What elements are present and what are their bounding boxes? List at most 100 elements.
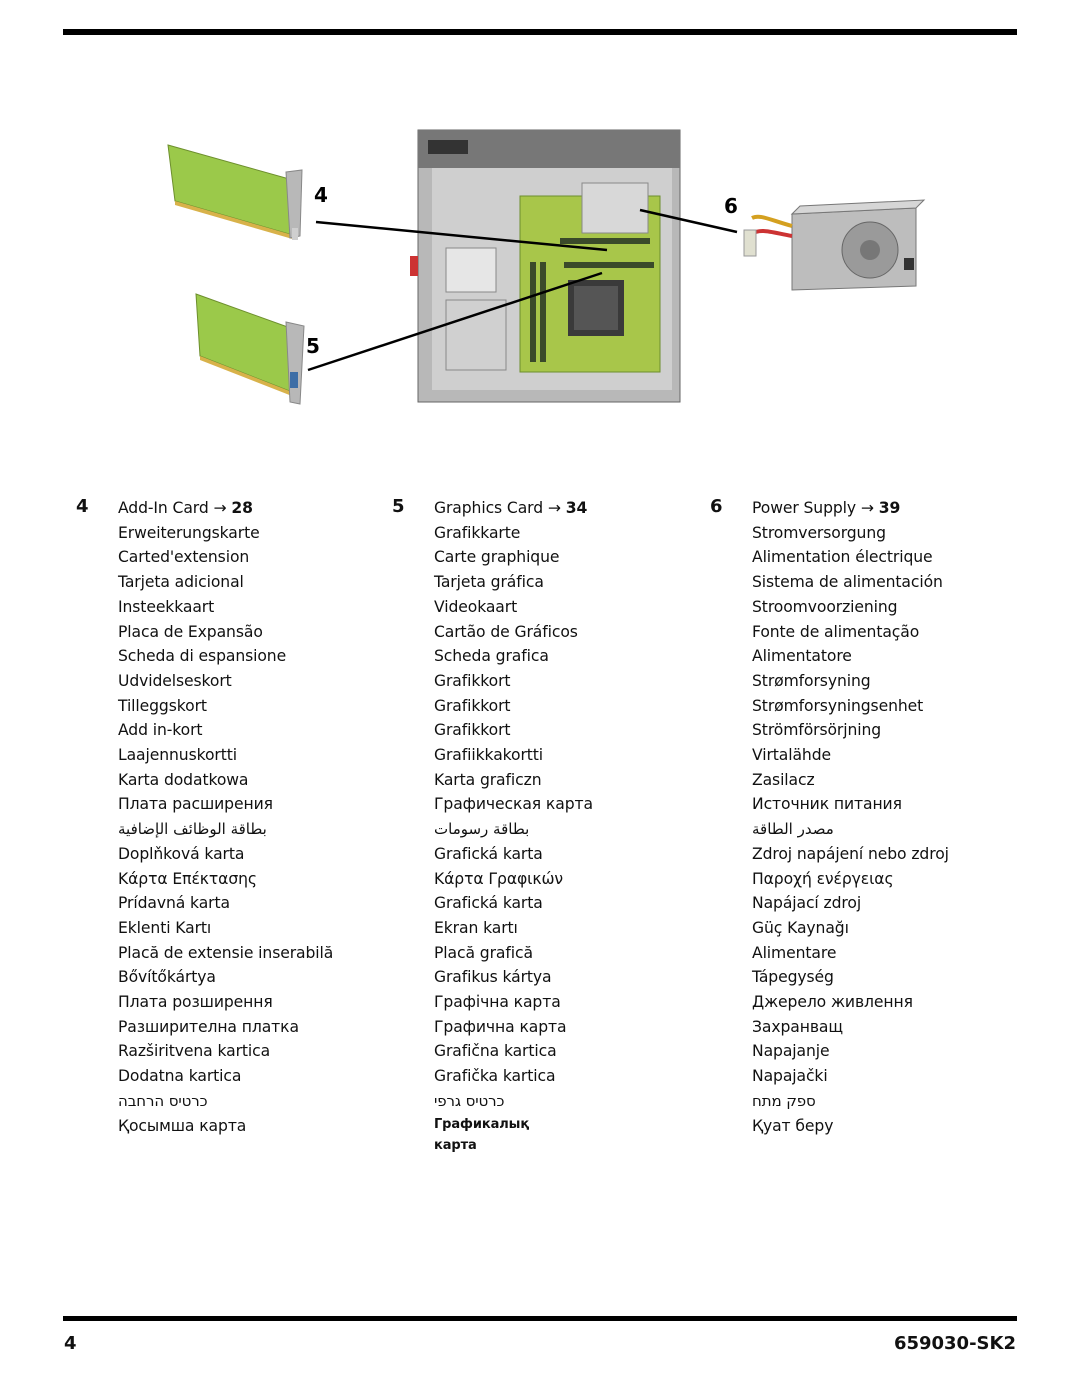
list-item: Carted'extension <box>118 548 250 567</box>
list-item: Alimentatore <box>752 647 852 666</box>
list-item: Grafikus kártya <box>434 968 552 987</box>
page-ref-link[interactable]: 39 <box>878 499 901 517</box>
title-text: Graphics Card <box>434 499 543 517</box>
list-item: Insteekkaart <box>118 597 215 616</box>
list-item: Add in-kort <box>118 721 203 740</box>
list-item: Doplňková karta <box>118 844 245 863</box>
list-item: Grafická karta <box>434 894 543 913</box>
list-item: Placă de extensie inserabilă <box>118 943 334 962</box>
list-item: Grafična kartica <box>434 1042 557 1061</box>
graphics-card-image <box>195 293 305 405</box>
list-item: Napajački <box>752 1067 828 1086</box>
add-in-card-image <box>167 144 303 240</box>
exploded-view-illustration <box>167 129 926 405</box>
list-item: Strømforsyningsenhet <box>752 696 924 715</box>
list-item: Napajanje <box>752 1042 830 1061</box>
list-item: ספק מתח <box>752 1091 816 1110</box>
list-item: Karta graficzn <box>434 770 542 789</box>
arrow-icon: → <box>213 499 227 517</box>
list-item: Alimentation électrique <box>752 548 933 567</box>
list-item: Grafikkarte <box>434 523 521 542</box>
list-item: Κάρτα Γραφικών <box>434 869 564 888</box>
callout-5: 5 <box>306 334 320 358</box>
list-item: Zasilacz <box>752 770 815 789</box>
section-number: 5 <box>392 496 405 517</box>
list-item: Carte graphique <box>434 548 560 567</box>
list-item: כרטיס הרחבה <box>118 1091 208 1110</box>
list-item: Tarjeta gráfica <box>434 573 544 592</box>
list-item: Графічна карта <box>434 993 561 1012</box>
document-code: 659030-SK2 <box>893 1333 1016 1354</box>
callout-6: 6 <box>724 194 738 218</box>
list-item: Placa de Expansão <box>118 622 263 641</box>
list-item: Графична карта <box>434 1017 567 1036</box>
title-text: Power Supply <box>752 499 857 517</box>
list-item: Scheda grafica <box>434 647 549 666</box>
page-number: 4 <box>64 1333 77 1354</box>
list-item: Stromversorgung <box>752 523 886 542</box>
list-item: Sistema de alimentación <box>752 573 943 592</box>
section-title: Graphics Card → 34 <box>434 496 593 521</box>
list-item: Scheda di espansione <box>118 647 287 666</box>
list-item: Strömförsörjning <box>752 721 882 740</box>
computer-chassis-image <box>410 129 681 403</box>
list-item: Плата расширения <box>118 795 273 814</box>
list-item: Cartão de Gráficos <box>434 622 578 641</box>
translation-list: Power Supply → 39 Stromversorgung Alimen… <box>752 496 949 1138</box>
list-item: Қуат беру <box>752 1116 834 1135</box>
section-title: Add-In Card → 28 <box>118 496 333 521</box>
list-item: Güç Kaynağı <box>752 918 849 937</box>
list-item: Источник питания <box>752 795 902 814</box>
list-item: Grafikkort <box>434 671 511 690</box>
title-text: Add-In Card <box>118 499 209 517</box>
arrow-icon: → <box>547 499 561 517</box>
list-item: Захранващ <box>752 1017 843 1036</box>
translation-list: Graphics Card → 34 Grafikkarte Carte gra… <box>434 496 593 1156</box>
bottom-rule <box>63 1316 1017 1321</box>
callout-4: 4 <box>314 183 328 207</box>
list-item: Қосымша карта <box>118 1116 247 1135</box>
list-item: Eklenti Kartı <box>118 918 212 937</box>
list-item: Bővítőkártya <box>118 968 216 987</box>
list-item: Grafikkort <box>434 721 511 740</box>
list-item: Razširitvena kartica <box>118 1042 271 1061</box>
list-item: Κάρτα Επέκτασης <box>118 869 257 888</box>
list-item: Prídavná karta <box>118 894 230 913</box>
list-item: כרטיס גרפי <box>434 1091 505 1110</box>
list-item: Графикалық <box>434 1116 530 1132</box>
list-item: بطاقة رسومات <box>434 820 530 839</box>
list-item: Fonte de alimentação <box>752 622 920 641</box>
list-item: Erweiterungskarte <box>118 523 260 542</box>
power-supply-image <box>743 199 926 291</box>
top-rule <box>63 29 1017 35</box>
arrow-icon: → <box>860 499 874 517</box>
list-item: карта <box>434 1137 477 1153</box>
list-item: Karta dodatkowa <box>118 770 249 789</box>
section-number: 6 <box>710 496 723 517</box>
list-item: Παροχή ενέργειας <box>752 869 894 888</box>
list-item: Zdroj napájení nebo zdroj <box>752 844 949 863</box>
section-number: 4 <box>76 496 89 517</box>
list-item: Grafiikkakortti <box>434 746 544 765</box>
list-item: Grafická karta <box>434 844 543 863</box>
list-item: Laajennuskortti <box>118 746 237 765</box>
list-item: Strømforsyning <box>752 671 871 690</box>
page-ref-link[interactable]: 34 <box>565 499 588 517</box>
page-ref-link[interactable]: 28 <box>231 499 253 517</box>
list-item: Udvidelseskort <box>118 671 232 690</box>
list-item: Разширителна платка <box>118 1017 299 1036</box>
list-item: Tarjeta adicional <box>118 573 244 592</box>
list-item: Grafikkort <box>434 696 511 715</box>
list-item: Графическая карта <box>434 795 593 814</box>
list-item: Плата розширення <box>118 993 273 1012</box>
list-item: Dodatna kartica <box>118 1067 242 1086</box>
list-item: Virtalähde <box>752 746 832 765</box>
list-item: Napájací zdroj <box>752 894 862 913</box>
translation-list: Add-In Card → 28 Erweiterungskarte Carte… <box>118 496 333 1138</box>
list-item: Alimentare <box>752 943 837 962</box>
list-item: مصدر الطاقة <box>752 820 834 839</box>
list-item: Ekran kartı <box>434 918 518 937</box>
list-item: Tápegység <box>752 968 834 987</box>
list-item: Tilleggskort <box>118 696 207 715</box>
list-item: Placă grafică <box>434 943 533 962</box>
